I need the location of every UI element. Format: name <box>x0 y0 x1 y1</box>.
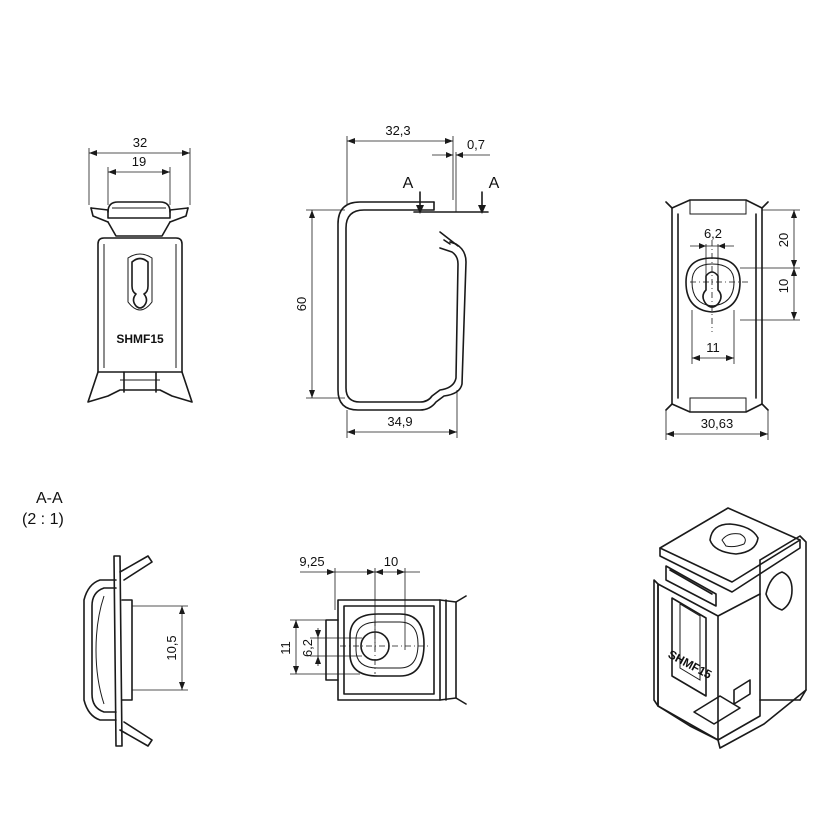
top-view: 9,25 10 11 6,2 <box>278 554 467 705</box>
side-dim-34-9: 34,9 <box>387 414 412 429</box>
rear-dim-6-2: 6,2 <box>704 226 722 241</box>
section-view: A-A (2 : 1) 10,5 <box>22 490 188 747</box>
side-dim-0-7: 0,7 <box>467 137 485 152</box>
section-scale: (2 : 1) <box>22 511 64 528</box>
front-view: 32 19 SHMF15 <box>87 135 193 403</box>
front-dim-32: 32 <box>133 135 147 150</box>
rear-dim-30-63: 30,63 <box>701 416 734 431</box>
section-marker-right: A <box>489 175 500 192</box>
front-marking: SHMF15 <box>116 332 164 346</box>
section-dim-10-5: 10,5 <box>164 635 179 660</box>
top-dim-6-2: 6,2 <box>300 639 315 657</box>
side-dim-60: 60 <box>294 297 309 311</box>
rear-view: 6,2 20 10 11 30,63 <box>665 199 800 440</box>
section-marker-left: A <box>403 175 414 192</box>
top-dim-10: 10 <box>384 554 398 569</box>
top-dim-11: 11 <box>278 641 293 655</box>
section-title: A-A <box>36 490 63 507</box>
top-dim-9-25: 9,25 <box>299 554 324 569</box>
front-dim-19: 19 <box>132 154 146 169</box>
rear-dim-10: 10 <box>776 279 791 293</box>
rear-dim-11: 11 <box>706 340 720 355</box>
side-view: 32,3 0,7 A A 60 34,9 <box>294 123 500 438</box>
side-dim-32-3: 32,3 <box>385 123 410 138</box>
iso-view: SHMF15 <box>653 507 807 749</box>
rear-dim-20: 20 <box>776 233 791 247</box>
